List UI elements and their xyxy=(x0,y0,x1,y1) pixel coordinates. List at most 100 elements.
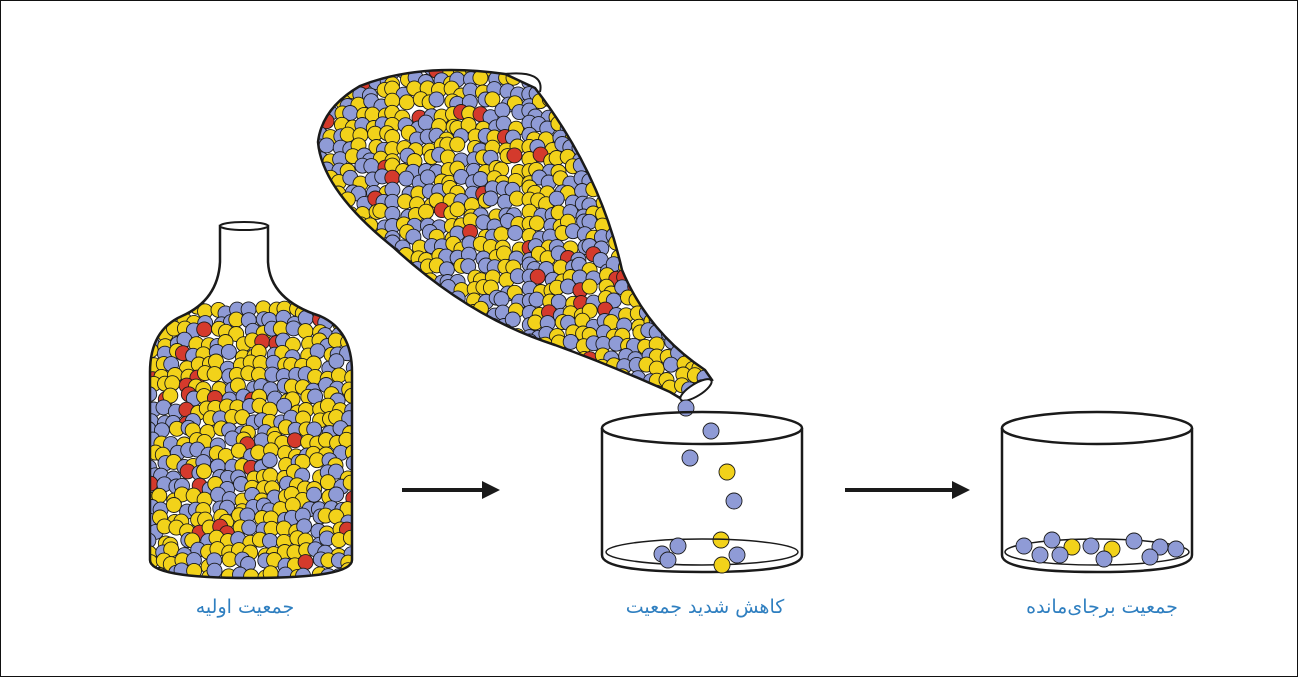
ball xyxy=(421,396,436,411)
ball xyxy=(621,379,636,394)
ball xyxy=(685,272,700,287)
ball xyxy=(401,339,416,354)
ball xyxy=(532,384,547,399)
arrow-1 xyxy=(402,481,500,499)
ball xyxy=(694,185,709,200)
ball xyxy=(633,260,648,275)
ball xyxy=(343,235,358,250)
ball xyxy=(582,125,597,140)
ball xyxy=(607,394,622,409)
ball xyxy=(578,115,593,130)
ball xyxy=(450,339,465,354)
ball xyxy=(309,208,324,223)
ball xyxy=(696,103,711,118)
middle-beaker-body xyxy=(602,428,802,572)
middle-beaker-rim xyxy=(602,412,802,444)
ball xyxy=(539,391,554,406)
ball xyxy=(649,82,664,97)
ball xyxy=(310,213,325,228)
ball xyxy=(638,98,653,113)
ball xyxy=(323,219,338,234)
ball xyxy=(489,379,504,394)
ball xyxy=(402,393,417,408)
ball xyxy=(400,286,415,301)
ball xyxy=(594,92,609,107)
ball xyxy=(685,94,700,109)
ball xyxy=(144,303,159,318)
ball xyxy=(660,296,675,311)
ball xyxy=(659,235,674,250)
ball xyxy=(353,257,368,272)
ball xyxy=(649,183,664,198)
ball xyxy=(550,369,565,384)
ball xyxy=(379,367,394,382)
ball xyxy=(662,250,677,265)
ball xyxy=(674,248,689,263)
ball xyxy=(620,71,635,86)
ball xyxy=(464,339,479,354)
ball xyxy=(364,296,379,311)
ball xyxy=(595,81,610,96)
ball xyxy=(319,73,334,88)
ball xyxy=(618,130,633,145)
ball xyxy=(385,385,400,400)
ball xyxy=(336,224,351,239)
ball xyxy=(461,396,476,411)
ball xyxy=(639,175,654,190)
ball xyxy=(484,328,499,343)
ball xyxy=(488,390,503,405)
ball xyxy=(692,296,707,311)
ball xyxy=(586,76,601,91)
ball xyxy=(454,307,469,322)
ball xyxy=(385,389,400,404)
ball xyxy=(675,172,690,187)
ball xyxy=(410,391,425,406)
ball xyxy=(563,75,578,90)
ball xyxy=(335,247,350,262)
ball xyxy=(385,360,400,375)
ball xyxy=(353,306,368,321)
ball xyxy=(319,138,334,153)
ball xyxy=(643,236,658,251)
ball xyxy=(565,65,580,80)
ball xyxy=(329,354,344,369)
ball xyxy=(385,308,400,323)
ball xyxy=(622,109,637,124)
ball xyxy=(529,292,544,307)
ball xyxy=(442,305,457,320)
ball xyxy=(144,315,159,330)
ball xyxy=(594,104,609,119)
ball xyxy=(314,282,329,297)
ball xyxy=(637,72,652,87)
ball xyxy=(681,252,696,267)
ball xyxy=(400,362,415,377)
ball xyxy=(533,361,548,376)
ball xyxy=(494,357,509,372)
ball xyxy=(649,94,664,109)
ball xyxy=(649,248,664,263)
ball xyxy=(333,300,348,315)
ball xyxy=(644,184,659,199)
ball xyxy=(242,520,257,535)
ball xyxy=(409,337,424,352)
ball xyxy=(483,191,498,206)
ball xyxy=(1044,532,1060,548)
ball xyxy=(662,121,677,136)
ball xyxy=(319,275,334,290)
ball xyxy=(308,195,323,210)
ball xyxy=(606,192,621,207)
ball xyxy=(642,159,657,174)
ball xyxy=(606,62,621,77)
ball xyxy=(334,270,349,285)
ball xyxy=(633,195,648,210)
ball xyxy=(309,83,324,98)
ball xyxy=(619,389,634,404)
ball xyxy=(309,70,324,85)
ball xyxy=(640,115,655,130)
ball xyxy=(611,185,626,200)
upright-bottle-mouth xyxy=(220,222,268,230)
ball xyxy=(687,197,702,212)
ball xyxy=(685,313,700,328)
ball xyxy=(642,219,657,234)
ball xyxy=(586,117,601,132)
